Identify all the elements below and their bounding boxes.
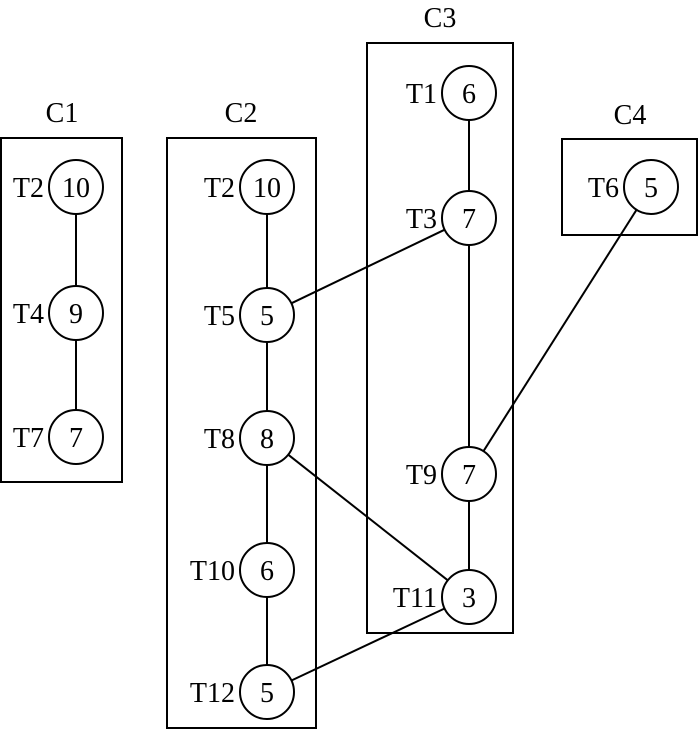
node-c2-t5-task-label: T5: [204, 301, 235, 332]
node-c1-t2-value: 10: [62, 173, 90, 204]
node-c2-t5-value: 5: [260, 301, 274, 332]
node-c2-t10-task-label: T10: [190, 556, 235, 587]
node-c1-t7-value: 7: [69, 423, 83, 454]
edge-c2-t8-to-c3-t11: [287, 453, 449, 582]
cluster-c2-box: [166, 137, 317, 729]
edge-c2-t12-to-c3-t11: [291, 607, 445, 682]
cluster-c1-box: [0, 137, 123, 483]
node-c4-t6: T6 5: [588, 159, 679, 215]
edge-c4-t6-to-c3-t9: [482, 209, 638, 452]
node-c2-t8-circle: [239, 410, 295, 466]
node-c2-t10-value: 6: [260, 556, 274, 587]
node-c3-t9-value: 7: [462, 460, 476, 491]
node-c4-t6-task-label: T6: [588, 173, 619, 204]
node-c1-t2-task-label: T2: [13, 173, 44, 204]
node-c1-t7: T7 7: [13, 409, 104, 465]
cluster-c1-label: C1: [46, 98, 79, 129]
cluster-c3-label: C3: [424, 3, 457, 34]
node-c2-t8-task-label: T8: [204, 424, 235, 455]
edges-layer: [75, 120, 638, 682]
node-c3-t1-value: 6: [462, 79, 476, 110]
node-c1-t7-task-label: T7: [13, 423, 44, 454]
node-c3-t11: T11 3: [393, 569, 497, 625]
node-c4-t6-circle: [623, 159, 679, 215]
node-c3-t1-circle: [441, 65, 497, 121]
node-c3-t11-circle: [441, 569, 497, 625]
edge-c2-t5-to-c3-t3: [290, 228, 446, 305]
node-c2-t5-circle: [239, 287, 295, 343]
node-c3-t1-task-label: T1: [406, 79, 437, 110]
node-c3-t9: T9 7: [406, 446, 497, 502]
node-c2-t2-task-label: T2: [204, 173, 235, 204]
node-c1-t4-value: 9: [69, 299, 83, 330]
node-c2-t12-task-label: T12: [190, 678, 235, 709]
node-c3-t3-circle: [441, 190, 497, 246]
node-c2-t5: T5 5: [204, 287, 295, 343]
node-c3-t3-task-label: T3: [406, 204, 437, 235]
node-c1-t7-circle: [48, 409, 104, 465]
node-c2-t12-value: 5: [260, 678, 274, 709]
node-c2-t10-circle: [239, 542, 295, 598]
node-c1-t4: T4 9: [13, 285, 104, 341]
node-c2-t2-value: 10: [253, 173, 281, 204]
node-c3-t1: T1 6: [406, 65, 497, 121]
node-c1-t4-circle: [48, 285, 104, 341]
node-c1-t4-task-label: T4: [13, 299, 44, 330]
node-c2-t10: T10 6: [190, 542, 295, 598]
cluster-c3-box: [366, 42, 514, 634]
node-c2-t2-circle: [239, 159, 295, 215]
node-c1-t2-circle: [48, 159, 104, 215]
node-c3-t11-value: 3: [462, 583, 476, 614]
node-c2-t12-circle: [239, 664, 295, 720]
node-c2-t12: T12 5: [190, 664, 295, 720]
cluster-c4-box: [561, 138, 698, 236]
node-c3-t9-circle: [441, 446, 497, 502]
node-c2-t8-value: 8: [260, 424, 274, 455]
node-c3-t11-task-label: T11: [393, 583, 437, 614]
cluster-c2-label: C2: [225, 98, 258, 129]
node-c2-t2: T2 10: [204, 159, 295, 215]
node-c4-t6-value: 5: [644, 173, 658, 204]
node-c3-t9-task-label: T9: [406, 460, 437, 491]
node-c3-t3-value: 7: [462, 204, 476, 235]
node-c3-t3: T3 7: [406, 190, 497, 246]
node-c1-t2: T2 10: [13, 159, 104, 215]
cluster-c4-label: C4: [614, 100, 647, 131]
node-c2-t8: T8 8: [204, 410, 295, 466]
